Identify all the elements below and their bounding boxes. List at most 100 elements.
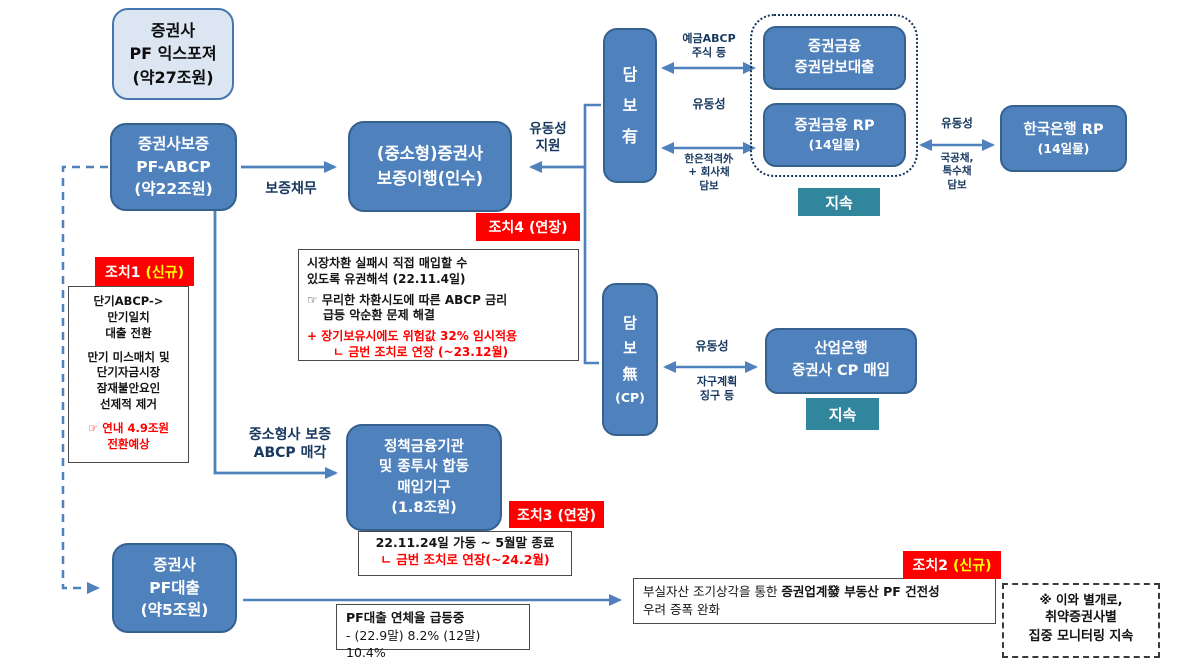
arrow-dashed-pf-loan [61,165,108,594]
callout-line: 대출 전환 [105,325,152,340]
node-collateral-yes: 담 보 有 [603,28,657,183]
badge-continue-secfin: 지속 [798,188,880,216]
label-govbond-collateral: 국공채, 특수채 담보 [930,152,984,192]
callout-monitoring: ※ 이와 별개로, 취약증권사별 집중 모니터링 지속 [1002,583,1160,658]
callout-line: 취약증권사별 [1045,610,1117,626]
label-liquidity-b: 유동성 [941,116,973,130]
callout-line: 잠재불안요인 [96,381,161,396]
label-liquidity-c: 유동성 [695,339,729,353]
callout-delinquency: PF대출 연체율 급등중 - (22.9말) 8.2% (12말) 10.4% [336,604,530,660]
callout-line-red: ㄴ 금번 조치로 연장(~24.2월) [380,551,550,567]
badge-measure3: 조치3(연장) [509,501,604,528]
label-line: 징구 등 [699,389,735,403]
callout-measure2: 부실자산 조기상각을 통한 증권업계發 부동산 PF 건전성 우려 증폭 완화 [633,578,996,624]
node-line: 증권사보증 [137,135,210,154]
callout-line: 만기 미스매치 및 [87,349,170,364]
label-line: 자구계획 [696,375,738,388]
node-line: 산업은행 [814,341,868,358]
node-line: (약5조원) [140,601,209,620]
callout-text-bold: 증권업계發 부동산 PF 건전성 [781,584,940,599]
node-pf-loan: 증권사 PF대출 (약5조원) [112,543,237,633]
label-line: 예금ABCP [682,32,736,45]
node-line: 보 [623,339,637,358]
badge-title: 조치1 [104,264,141,281]
callout-line-red: ㄴ 금번 조치로 연장 (~23.12월) [333,345,509,360]
badge-tag: (신규) [145,264,185,281]
node-line: 정책금융기관 [383,438,465,455]
callout-line: 단기자금시장 [96,365,161,380]
node-secfin-rp: 증권금융 RP (14일물) [763,103,906,167]
label-bok-eligible: 한은적격外 + 회사채 담보 [664,153,754,193]
node-line: PF대출 [149,578,200,597]
label-line: 한은적격外 [684,153,734,165]
node-line: (중소형)증권사 [376,143,484,163]
callout-line: 급등 악순환 문제 해결 [323,308,435,323]
badge-title: 조치4 [488,220,524,236]
callout-line: 부실자산 조기상각을 통한 증권업계發 부동산 PF 건전성 [643,583,986,601]
node-pf-abcp: 증권사보증 PF-ABCP (약22조원) [110,123,237,211]
node-line: PF 익스포져 [129,44,217,64]
node-line: (1.8조원) [391,499,457,516]
label-line: 주식 등 [691,46,727,60]
node-line: (CP) [615,390,645,406]
node-bok-rp: 한국은행 RP (14일물) [1000,105,1127,172]
node-line: (14일물) [1037,140,1090,156]
node-line: (약22조원) [134,180,213,199]
label-line: 유동성 [529,121,567,137]
badge-continue-kdb: 지속 [806,398,879,430]
badge-tag: (신규) [952,558,992,574]
label-line: 특수채 [942,165,972,178]
callout-measure1: 단기ABCP-> 만기일치 대출 전환 만기 미스매치 및 단기자금시장 잠재불… [68,286,189,463]
label-deposit-abcp: 예금ABCP 주식 등 [670,32,748,60]
label-small-firm-abcp-sale: 중소형사 보증 ABCP 매각 [226,427,354,463]
dotted-group-securities-finance [750,14,918,177]
node-kdb-cp-purchase: 산업은행 증권사 CP 매입 [765,328,917,394]
spacer [69,413,188,421]
badge-title: 조치3 [516,507,553,524]
node-collateral-no: 담 보 無 (CP) [602,283,658,436]
node-line: 담 [622,64,638,84]
callout-line: 우려 증폭 완화 [643,601,720,617]
badge-measure1: 조치1(신규) [95,257,194,286]
badge-tag: (연장) [528,220,568,236]
callout-line-red: ☞ 연내 4.9조원 [87,421,169,436]
node-line: 無 [622,364,638,383]
callout-line-red: + 장기보유시에도 위험값 32% 임시적용 [307,329,518,344]
badge-title: 조치2 [912,558,948,574]
label-line: ABCP 매각 [253,444,327,461]
node-line: 및 종투사 합동 [378,459,470,476]
node-line: PF-ABCP [136,157,211,176]
line-collateral-connector [583,103,601,365]
node-line: 보 [622,95,638,115]
node-line: 한국은행 RP [1023,121,1104,138]
node-line: 증권금융 [807,38,862,55]
label-line: 담보 [947,178,967,191]
label-line: + 회사채 [688,166,730,179]
label-line: 담보 [699,179,719,192]
callout-line: PF대출 연체율 급등중 [346,610,465,625]
callout-line: ※ 이와 별개로, [1039,592,1123,607]
node-line: 有 [621,127,638,147]
node-line: 매입기구 [397,479,451,496]
callout-line: 있도록 유권해석 (22.11.4일) [307,271,466,286]
node-purchase-vehicle: 정책금융기관 및 종투사 합동 매입기구 (1.8조원) [346,424,502,531]
callout-line: - (22.9말) 8.2% (12말) 10.4% [346,627,481,661]
label-liquidity-support: 유동성 지원 [516,121,580,156]
callout-line: 집중 모니터링 지속 [1028,628,1134,644]
node-line: (14일물) [808,137,861,153]
node-line: 증권사 [153,556,196,575]
callout-line: 시장차환 실패시 직접 매입할 수 [307,256,468,270]
callout-line: 선제적 제거 [100,397,157,412]
callout-text: 부실자산 조기상각을 통한 [643,584,782,599]
callout-line: 단기ABCP-> [93,294,164,308]
node-line: 증권사 CP 매입 [791,363,891,379]
node-pf-exposure: 증권사 PF 익스포져 (약27조원) [112,8,234,100]
node-line: 증권금융 RP [794,118,875,135]
badge-measure4: 조치4(연장) [476,213,580,241]
badge-measure2: 조치2(신규) [903,551,1001,579]
label-line: 지원 [535,138,561,155]
node-secfin-collateral-loan: 증권금융 증권담보대출 [763,26,906,90]
label-guarantee-debt: 보증채무 [265,181,317,197]
